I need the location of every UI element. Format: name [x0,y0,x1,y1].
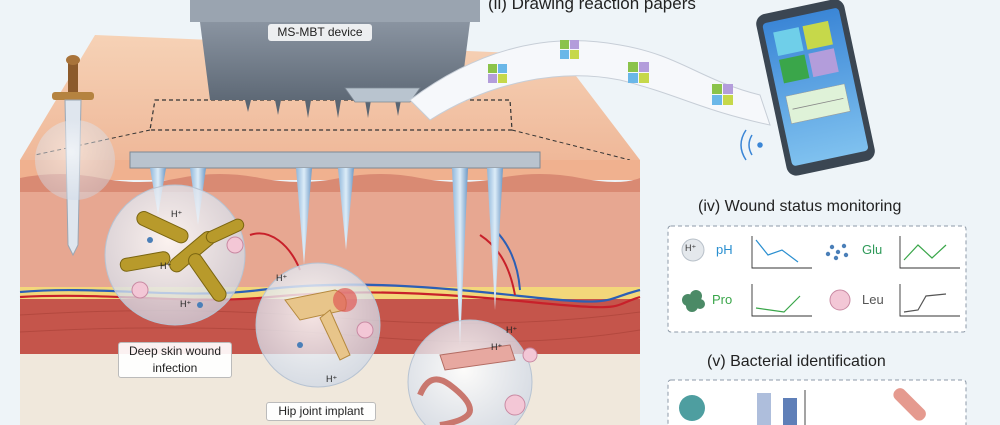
pro-trend-line [755,295,801,313]
monitoring-panel [667,225,967,333]
hip-joint-callout: Hip joint implant [266,402,376,421]
deep-wound-callout: Deep skin wound infection [118,342,232,378]
bacterium-coccus-icon [679,395,705,421]
ph-label: pH [716,242,733,257]
implant-bubble [407,319,538,425]
leu-trend-line [903,293,947,313]
device-label: MS-MBT device [268,24,372,41]
paper-slot [344,87,421,103]
h-plus-ion: H⁺ [160,261,172,271]
wireless-icon [740,129,763,161]
protein-icon [682,290,705,312]
h-plus-ion: H⁺ [491,342,503,352]
smartphone [756,0,875,176]
wound-bubble [104,184,246,326]
leukocyte-icon [829,289,851,311]
mini-graph-axes [751,236,960,317]
needle-plate [129,151,541,169]
h-plus-ion: H⁺ [506,325,518,335]
leu-label: Leu [862,292,884,307]
hip-joint-bubble [255,262,381,388]
glucose-icon [825,243,849,261]
pro-label: Pro [712,292,733,307]
h-plus-ion: H⁺ [180,299,192,309]
identification-panel [667,379,967,425]
ph-icon-label: H⁺ [685,243,697,253]
deep-wound-line2: infection [152,361,198,375]
h-plus-ion: H⁺ [276,273,288,283]
ph-icon [681,238,705,262]
glu-label: Glu [862,242,883,257]
h-plus-ion: H⁺ [171,209,183,219]
dagger-bubble [35,120,115,200]
reaction-pads [488,40,733,105]
glu-trend-line [903,244,947,261]
deep-wound-line1: Deep skin wound [128,344,222,358]
device-top [190,0,480,22]
h-plus-ion: H⁺ [326,374,338,384]
ph-trend-line [755,239,799,263]
reaction-paper-strip [409,40,771,126]
bacterium-rod-icon [893,388,926,421]
monitoring-title: (iv) Wound status monitoring [698,198,902,215]
bar-2 [783,398,797,425]
identification-title: (v) Bacterial identification [707,353,886,370]
bar-1 [757,393,771,425]
drawing-title: (ii) Drawing reaction papers [488,0,696,13]
device-body [200,22,470,100]
